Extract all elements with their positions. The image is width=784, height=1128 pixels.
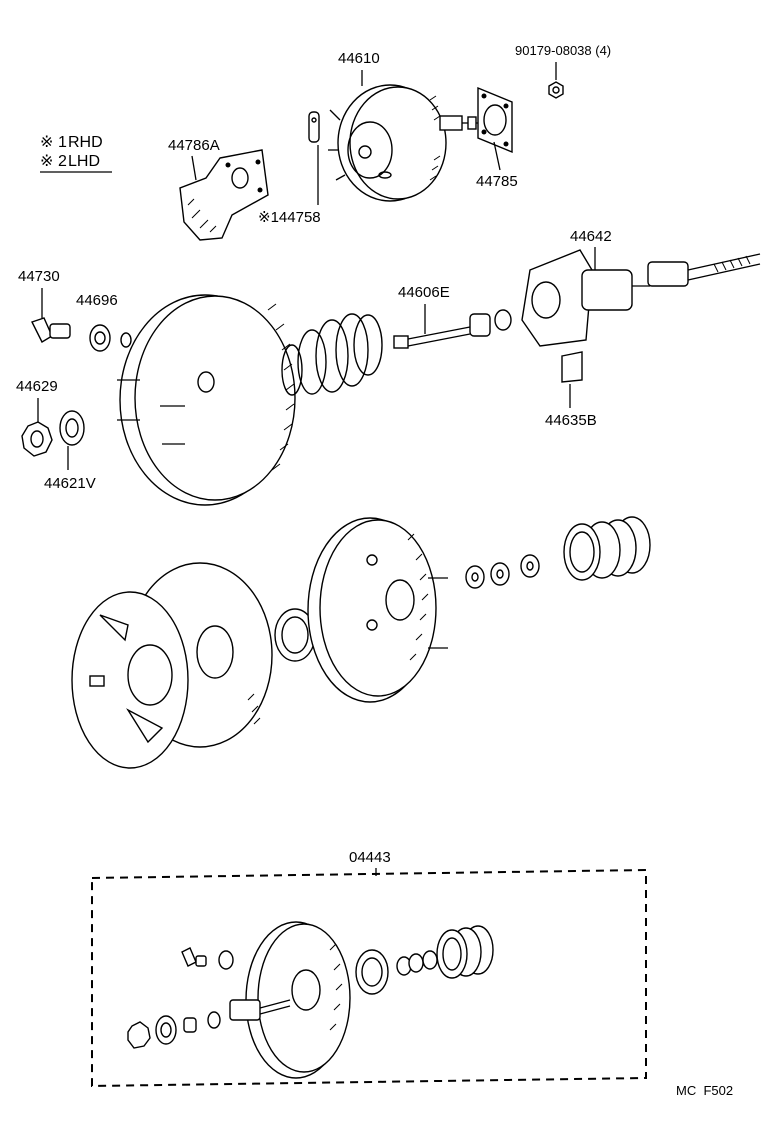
front-shell xyxy=(117,294,296,506)
return-spring xyxy=(281,313,383,396)
booster-assembly-44610 xyxy=(328,84,478,202)
label-44629: 44629 xyxy=(16,378,58,395)
leader-44786a xyxy=(191,155,197,181)
rear-shell xyxy=(71,562,273,769)
legend-num-1: 1 xyxy=(58,134,67,151)
washers-row xyxy=(465,554,540,589)
legend-text-rhd: RHD xyxy=(68,134,103,151)
check-valve-44730 xyxy=(31,317,71,343)
label-44610: 44610 xyxy=(338,50,380,67)
label-44758: ※144758 xyxy=(258,209,321,226)
label-44635b: 44635B xyxy=(545,412,597,429)
grommet-44696 xyxy=(89,324,111,352)
boot-bellows xyxy=(563,516,651,581)
label-44606e: 44606E xyxy=(398,284,450,301)
label-44786a: 44786A xyxy=(168,137,220,154)
legend-mark-2: ※ xyxy=(40,153,53,170)
retainer-44629 xyxy=(21,421,53,457)
label-44642: 44642 xyxy=(570,228,612,245)
legend-mark-1: ※ xyxy=(40,134,53,151)
leader-44785 xyxy=(493,141,501,171)
key-44635b xyxy=(561,351,583,383)
diagram-code: MC F502 xyxy=(676,1083,733,1098)
push-rod-44606e xyxy=(393,309,512,349)
label-44730: 44730 xyxy=(18,268,60,285)
bracket-44786a xyxy=(179,149,269,241)
kit-04443-parts xyxy=(127,921,494,1079)
legend-num-2: 2 xyxy=(58,153,67,170)
label-90179: 90179-08038 (4) xyxy=(515,43,611,58)
diaphragm-plate xyxy=(307,517,448,703)
label-44696: 44696 xyxy=(76,292,118,309)
gasket-44785 xyxy=(477,86,513,154)
label-04443: 04443 xyxy=(349,849,391,866)
label-44785: 44785 xyxy=(476,173,518,190)
label-44621v: 44621V xyxy=(44,475,96,492)
legend: ※ 1 RHD ※ 2 LHD xyxy=(40,134,112,173)
seal-44621v xyxy=(59,410,85,446)
kit-04443-outline xyxy=(91,868,647,1088)
pin-44758 xyxy=(308,111,320,143)
nut-90179 xyxy=(548,81,564,99)
valve-body-44642 xyxy=(521,249,761,347)
legend-text-lhd: LHD xyxy=(68,153,100,170)
